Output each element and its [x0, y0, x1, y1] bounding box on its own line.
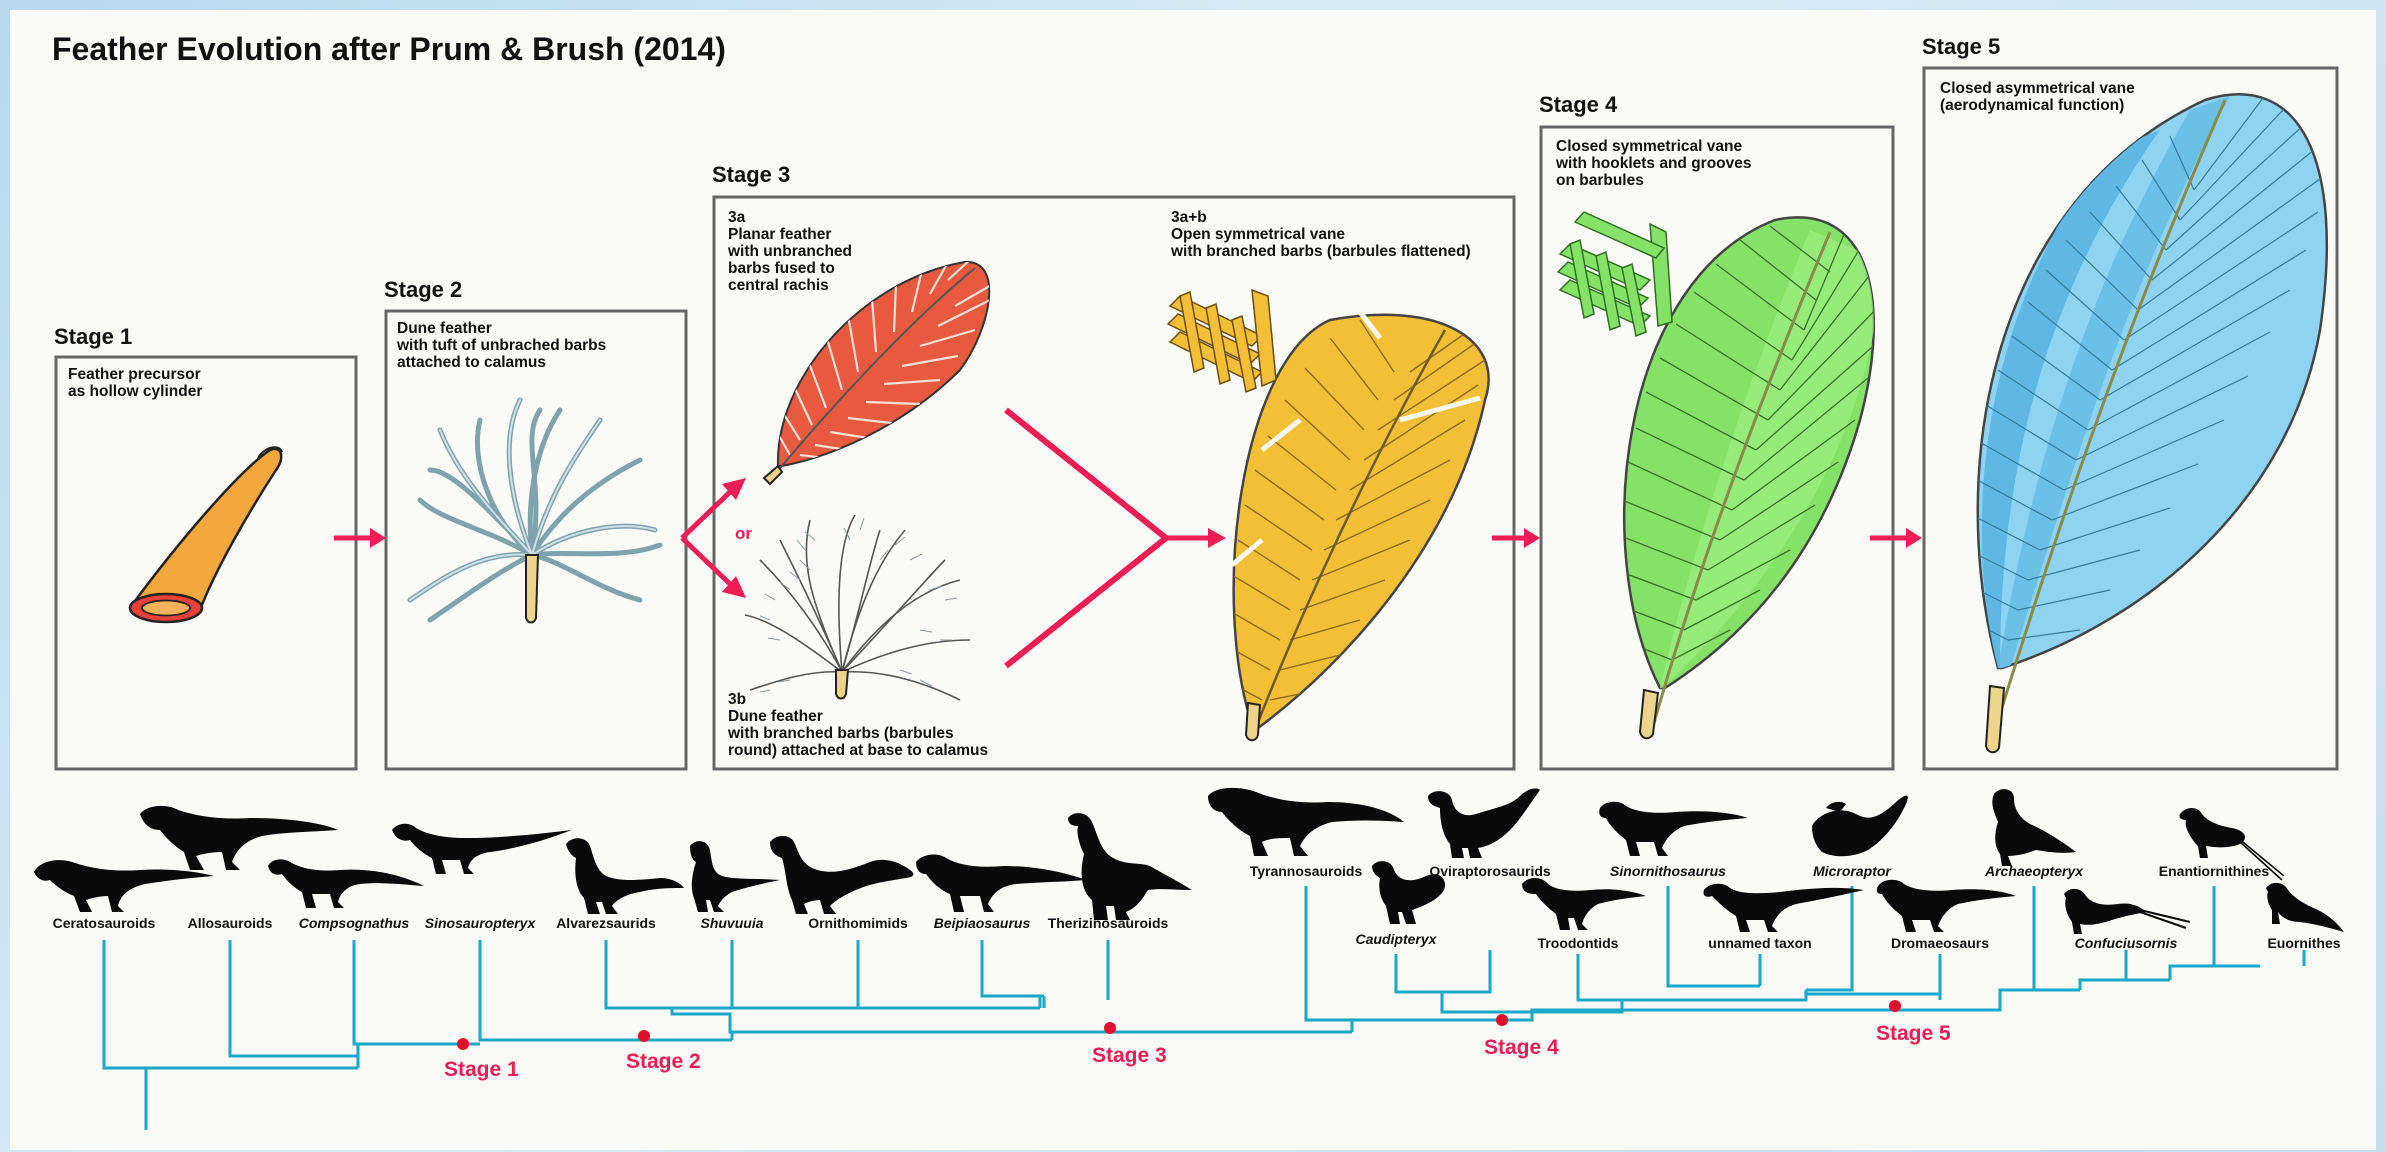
branched-tuft-3b-illustration — [745, 515, 970, 700]
taxon-label-confuciusornis: Confuciusornis — [2075, 935, 2178, 951]
shuvuuia-silhouette-icon — [690, 841, 780, 912]
taxon-label-troodontids: Troodontids — [1538, 935, 1619, 951]
arrow-stage-3-merge — [1006, 410, 1226, 666]
stage-5-panel: Stage 5 Closed asymmetrical vane (aerody… — [1922, 34, 2337, 769]
stage-5-caption-line-1: Closed asymmetrical vane — [1940, 80, 2135, 97]
stage-3a-line-3: barbs fused to — [728, 260, 835, 277]
stage-4-caption-line-1: Closed symmetrical vane — [1556, 138, 1742, 155]
stage-3ab-line-2: with branched barbs (barbules flattened) — [1170, 243, 1471, 260]
stage-3b-id: 3b — [728, 691, 746, 708]
stage-3b-line-2: with branched barbs (barbules — [727, 725, 954, 742]
arrow-stage-1-to-2 — [334, 528, 386, 548]
stage-2-caption-line-2: with tuft of unbrached barbs — [396, 337, 606, 354]
stage-5-heading: Stage 5 — [1922, 34, 2000, 59]
dinosaur-silhouettes — [34, 788, 2344, 934]
stage-5-caption-line-2: (aerodynamical function) — [1940, 97, 2124, 114]
asymmetrical-vane-5-illustration — [1958, 86, 2327, 752]
sinornithosaurus-silhouette-icon — [1599, 802, 1748, 856]
barbule-lattice-3ab-icon — [1168, 290, 1276, 392]
stage-2-caption-line-3: attached to calamus — [397, 354, 546, 371]
node-stage-3 — [1104, 1022, 1116, 1034]
stage-4-heading: Stage 4 — [1539, 92, 1618, 117]
taxon-label-beipiaosaurus: Beipiaosaurus — [934, 915, 1031, 931]
beipiaosaurus-silhouette-icon — [916, 855, 1086, 912]
stage-3ab-id: 3a+b — [1171, 209, 1207, 226]
calamus-stage-3b — [836, 670, 848, 699]
hollow-cylinder-illustration — [130, 447, 282, 622]
stage-3b-line-3: round) attached at base to calamus — [728, 742, 988, 759]
taxon-label-dromaeosaurs: Dromaeosaurs — [1891, 935, 1989, 951]
taxon-label-caudipteryx: Caudipteryx — [1356, 931, 1438, 947]
stage-3a-line-2: with unbranched — [727, 243, 852, 260]
ornithomimid-silhouette-icon — [770, 836, 913, 914]
node-stage-5 — [1889, 1000, 1901, 1012]
node-stage-2 — [638, 1030, 650, 1042]
stage-3-panel: Stage 3 3a Planar feather with unbranche… — [712, 162, 1514, 769]
stage-3-heading: Stage 3 — [712, 162, 790, 187]
taxon-label-ceratosauroids: Ceratosauroids — [53, 915, 156, 931]
taxon-label-euornithes: Euornithes — [2267, 935, 2340, 951]
stage-2-panel: Stage 2 Dune feather with tuft of unbrac… — [384, 277, 686, 769]
allosauroid-silhouette-icon — [140, 806, 338, 870]
stage-2-caption-line-1: Dune feather — [397, 320, 492, 337]
stage-3a-line-1: Planar feather — [728, 226, 831, 243]
taxon-label-compsognathus: Compsognathus — [299, 915, 410, 931]
compsognathus-silhouette-icon — [268, 859, 424, 908]
taxon-label-therizinosauroids: Therizinosauroids — [1048, 915, 1169, 931]
taxon-label-tyrannosauroids: Tyrannosauroids — [1250, 863, 1363, 879]
calamus-stage-2 — [526, 555, 538, 623]
stage-1-caption-line-2: as hollow cylinder — [68, 383, 202, 400]
node-label-stage-1: Stage 1 — [444, 1058, 519, 1081]
taxon-label-unnamed-taxon: unnamed taxon — [1708, 935, 1811, 951]
sinosauropteryx-silhouette-icon — [392, 824, 572, 874]
or-label: or — [735, 524, 752, 543]
tyrannosauroid-silhouette-icon — [1208, 788, 1404, 856]
stage-3a-line-4: central rachis — [728, 277, 829, 294]
taxon-label-archaeopteryx: Archaeopteryx — [1984, 863, 2084, 879]
arrow-stage-3-to-4 — [1492, 528, 1540, 548]
stage-4-caption-line-3: on barbules — [1556, 172, 1644, 189]
node-stage-4 — [1496, 1014, 1508, 1026]
stage-1-panel: Stage 1 Feather precursor as hollow cyli… — [54, 324, 356, 769]
taxon-label-oviraptorosaurids: Oviraptorosaurids — [1429, 863, 1551, 879]
node-stage-1 — [457, 1038, 469, 1050]
taxon-label-enantiornithines: Enantiornithines — [2159, 863, 2270, 879]
confuciusornis-silhouette-icon — [2064, 889, 2190, 934]
stage-2-heading: Stage 2 — [384, 277, 462, 302]
node-label-stage-4: Stage 4 — [1484, 1036, 1559, 1059]
stage-4-caption-line-2: with hooklets and grooves — [1555, 155, 1752, 172]
stage-4-panel: Stage 4 Closed symmetrical vane with hoo… — [1539, 92, 1893, 769]
unnamed-taxon-silhouette-icon — [1703, 884, 1864, 932]
node-label-stage-3: Stage 3 — [1092, 1044, 1167, 1067]
hooklet-lattice-4-icon — [1558, 212, 1672, 336]
stage-3b-line-1: Dune feather — [728, 708, 823, 725]
node-label-stage-5: Stage 5 — [1876, 1022, 1951, 1045]
alvarezsaurid-silhouette-icon — [566, 838, 684, 914]
stage-1-heading: Stage 1 — [54, 324, 132, 349]
troodontid-silhouette-icon — [1522, 878, 1646, 930]
page-title: Feather Evolution after Prum & Brush (20… — [52, 31, 726, 67]
dromaeosaur-silhouette-icon — [1877, 880, 2016, 932]
euornithes-silhouette-icon — [2266, 883, 2344, 932]
taxon-label-microraptor: Microraptor — [1813, 863, 1892, 879]
oviraptorosaurid-silhouette-icon — [1428, 788, 1540, 858]
taxon-label-ornithomimids: Ornithomimids — [808, 915, 908, 931]
taxon-label-sinosauropteryx: Sinosauropteryx — [425, 915, 537, 931]
node-label-stage-2: Stage 2 — [626, 1050, 701, 1073]
microraptor-silhouette-icon — [1812, 796, 1908, 857]
therizinosauroid-silhouette-icon — [1068, 813, 1192, 920]
arrow-stage-4-to-5 — [1870, 528, 1922, 548]
ceratosauroid-silhouette-icon — [34, 860, 214, 912]
stage-1-caption-line-1: Feather precursor — [68, 366, 201, 383]
taxon-label-alvarezsaurids: Alvarezsaurids — [556, 915, 656, 931]
taxon-label-sinornithosaurus: Sinornithosaurus — [1610, 863, 1726, 879]
stage-3a-id: 3a — [728, 209, 746, 226]
archaeopteryx-silhouette-icon — [1992, 789, 2076, 866]
taxon-label-allosauroids: Allosauroids — [188, 915, 273, 931]
taxon-label-shuvuuia: Shuvuuia — [700, 915, 763, 931]
stage-3ab-line-1: Open symmetrical vane — [1171, 226, 1345, 243]
